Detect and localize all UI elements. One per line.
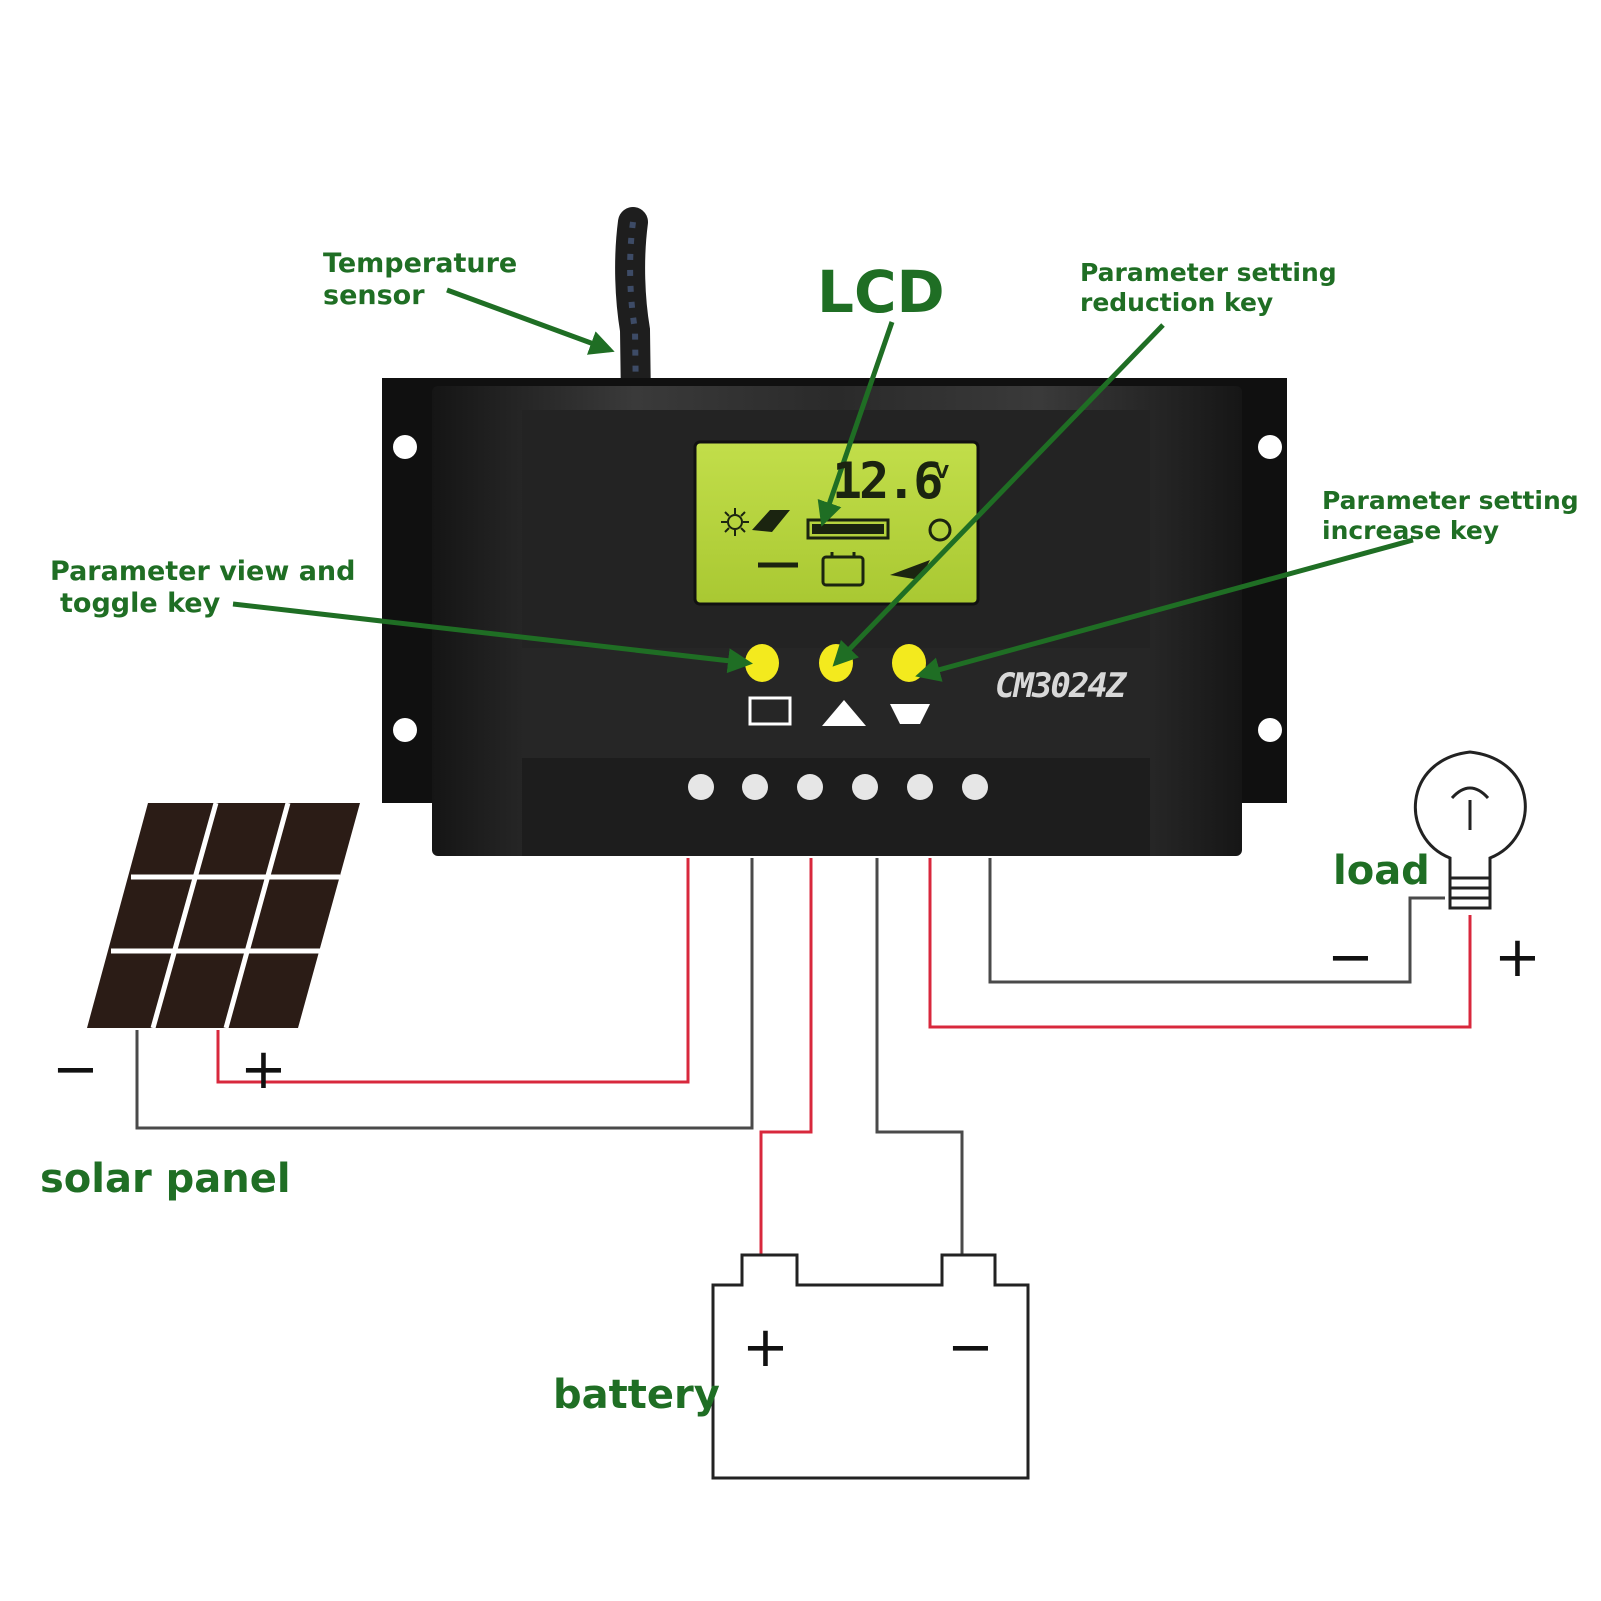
wire-battery-minus: [875, 858, 964, 1255]
mount-hole-top-right: [1258, 435, 1282, 459]
callout-arrows: [232, 287, 1414, 682]
wire-solar-plus: [216, 858, 690, 1084]
battery-level-icon: [806, 518, 890, 540]
solar-module-icon: [752, 510, 790, 532]
label-increase-key: Parameter setting increase key: [1322, 486, 1579, 545]
panel-plus-sign: +: [240, 1037, 287, 1102]
arrow-lcd: [817, 321, 895, 527]
label-battery: battery: [553, 1372, 720, 1418]
mount-hole-bottom-left: [393, 718, 417, 742]
terminal-solar-plus: [688, 774, 714, 800]
load-minus-sign: −: [1327, 925, 1374, 990]
label-reduction-key: Parameter setting reduction key: [1080, 258, 1337, 317]
terminal-solar-minus: [742, 774, 768, 800]
terminal-battery-plus: [797, 774, 823, 800]
lcd-voltage-unit: V: [935, 462, 949, 483]
solar-panel: [87, 802, 360, 1029]
panel-minus-sign: −: [52, 1037, 99, 1102]
label-lcd: LCD: [817, 258, 945, 326]
label-view-toggle-key: Parameter view and toggle key: [50, 556, 356, 619]
terminal-load-plus: [907, 774, 933, 800]
wire-load-plus: [928, 858, 1472, 1029]
arrow-view-toggle: [232, 601, 753, 674]
load-plus-sign: +: [1494, 925, 1541, 990]
battery-minus-sign: −: [947, 1315, 994, 1380]
terminal-battery-minus: [852, 774, 878, 800]
mount-hole-bottom-right: [1258, 718, 1282, 742]
wire-solar-minus: [135, 858, 754, 1130]
warning-icon: [822, 700, 866, 726]
battery: [711, 1253, 1030, 1480]
label-solar-panel: solar panel: [40, 1156, 291, 1202]
view-toggle-symbol: [748, 696, 792, 726]
sun-icon: [721, 508, 749, 536]
wire-load-minus: [988, 858, 1445, 984]
arrow-temperature: [446, 287, 615, 355]
label-load: load: [1333, 848, 1430, 894]
mount-hole-top-left: [393, 435, 417, 459]
bulb-lcd-icon: [928, 518, 952, 542]
load-control-icon: [890, 704, 930, 724]
terminal-load-minus: [962, 774, 988, 800]
arrow-reduction: [832, 323, 1165, 667]
lightbulb-icon: [1413, 750, 1527, 910]
wires: [135, 858, 1472, 1255]
battery-plus-sign: +: [742, 1315, 789, 1380]
temperature-sensor-cable: [615, 207, 651, 417]
label-temperature-sensor: Temperature sensor: [323, 248, 518, 311]
arrow-increase: [915, 537, 1414, 682]
battery-icon: [821, 555, 865, 587]
view-toggle-key[interactable]: [745, 644, 779, 682]
model-name: CM3024Z: [995, 666, 1126, 706]
lcd-voltage-value: 12.6: [832, 452, 943, 510]
wire-battery-plus: [759, 858, 813, 1255]
terminal-block: [688, 774, 988, 800]
